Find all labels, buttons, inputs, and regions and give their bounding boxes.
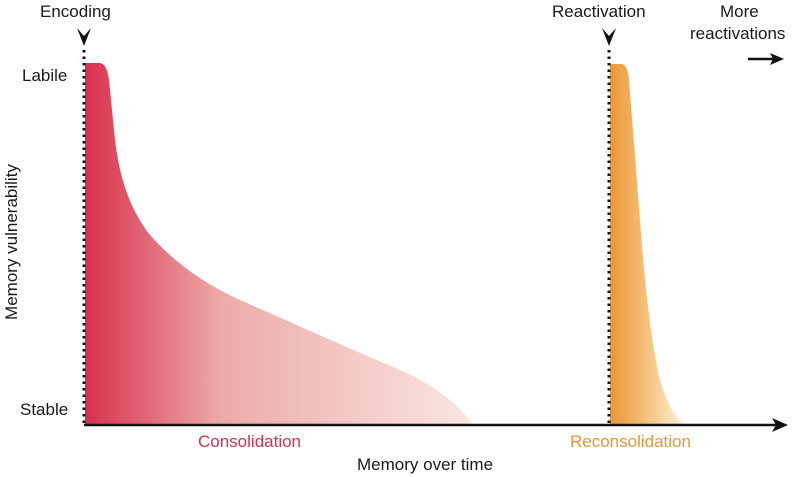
consolidation-label: Consolidation: [198, 432, 302, 451]
encoding-label: Encoding: [40, 2, 111, 21]
x-axis-arrowhead-icon: [772, 418, 788, 432]
more-reactivations-label-2: reactivations: [690, 24, 786, 43]
labile-label: Labile: [22, 66, 68, 85]
y-axis-label: Memory vulnerability: [2, 164, 21, 320]
reconsolidation-label: Reconsolidation: [570, 432, 691, 451]
reactivation-arrowhead-icon: [602, 28, 616, 46]
more-reactivations-label-1: More: [720, 2, 759, 21]
reconsolidation-curve: [610, 64, 684, 424]
stable-label: Stable: [20, 400, 69, 419]
consolidation-curve: [85, 63, 472, 424]
more-reactivations-arrowhead-icon: [770, 53, 784, 65]
reactivation-label: Reactivation: [552, 2, 646, 21]
x-axis-label: Memory over time: [357, 455, 494, 474]
encoding-arrowhead-icon: [77, 28, 91, 46]
